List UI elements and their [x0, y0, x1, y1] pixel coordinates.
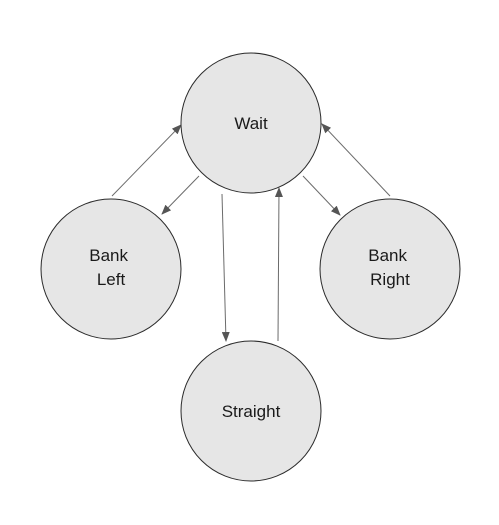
node-bank-left-label-line-2: Left — [97, 270, 126, 289]
edge-wait-to-bank-right — [302, 175, 341, 216]
node-bank-right-label-line-2: Right — [370, 270, 410, 289]
node-wait-label: Wait — [234, 114, 268, 133]
edges — [111, 123, 391, 342]
node-bank-right-label-line-1: Bank — [368, 246, 407, 265]
node-bank-left-label: Bank Left — [89, 246, 132, 289]
node-bank-right: Bank Right — [319, 198, 461, 340]
node-bank-right-label: Bank Right — [368, 246, 411, 289]
edge-wait-to-bank-left — [161, 175, 200, 215]
edge-wait-to-straight — [221, 193, 230, 342]
edge-bank-right-to-wait — [321, 123, 391, 197]
node-wait-circle — [180, 52, 322, 194]
node-straight: Straight — [180, 340, 322, 482]
node-wait: Wait — [180, 52, 322, 194]
node-bank-left-label-line-1: Bank — [89, 246, 128, 265]
node-bank-left-circle — [40, 198, 182, 340]
edge-bank-left-to-wait — [111, 124, 182, 197]
edge-straight-to-wait — [274, 187, 283, 342]
node-straight-circle — [180, 340, 322, 482]
node-bank-left: Bank Left — [40, 198, 182, 340]
node-bank-right-circle — [319, 198, 461, 340]
node-straight-label: Straight — [222, 402, 281, 421]
